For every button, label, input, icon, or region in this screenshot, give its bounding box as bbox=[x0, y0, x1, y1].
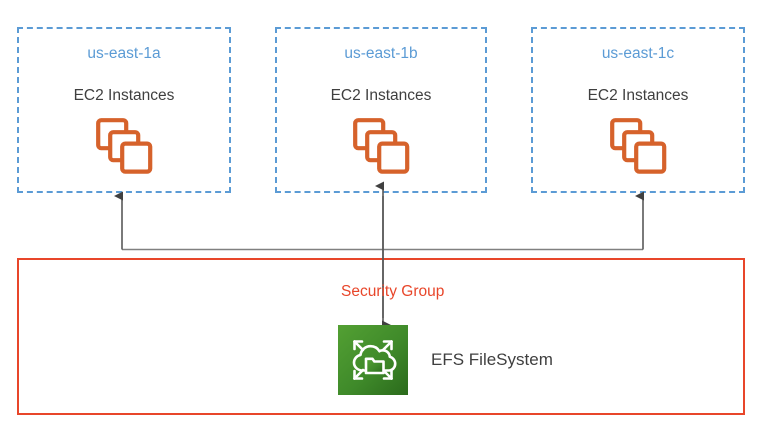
security-group-boundary[interactable] bbox=[17, 258, 745, 415]
efs-filesystem-icon[interactable] bbox=[338, 325, 408, 395]
ec2-instances-label-1c: EC2 Instances bbox=[587, 87, 689, 104]
az-label-us-east-1c: us-east-1c bbox=[601, 45, 675, 62]
availability-zone-us-east-1a[interactable]: us-east-1a EC2 Instances bbox=[17, 27, 231, 193]
availability-zone-us-east-1b[interactable]: us-east-1b EC2 Instances bbox=[275, 27, 487, 193]
security-group-label: Security Group bbox=[341, 283, 445, 300]
efs-filesystem-label: EFS FileSystem bbox=[431, 350, 553, 369]
az-label-us-east-1b: us-east-1b bbox=[344, 45, 418, 62]
az-label-us-east-1a: us-east-1a bbox=[87, 45, 161, 62]
ec2-instances-icon[interactable] bbox=[96, 118, 154, 174]
availability-zone-us-east-1c[interactable]: us-east-1c EC2 Instances bbox=[531, 27, 745, 193]
ec2-instances-label-1b: EC2 Instances bbox=[330, 87, 432, 104]
ec2-instances-icon[interactable] bbox=[353, 118, 411, 174]
ec2-instances-label-1a: EC2 Instances bbox=[73, 87, 175, 104]
ec2-instances-icon[interactable] bbox=[610, 118, 668, 174]
